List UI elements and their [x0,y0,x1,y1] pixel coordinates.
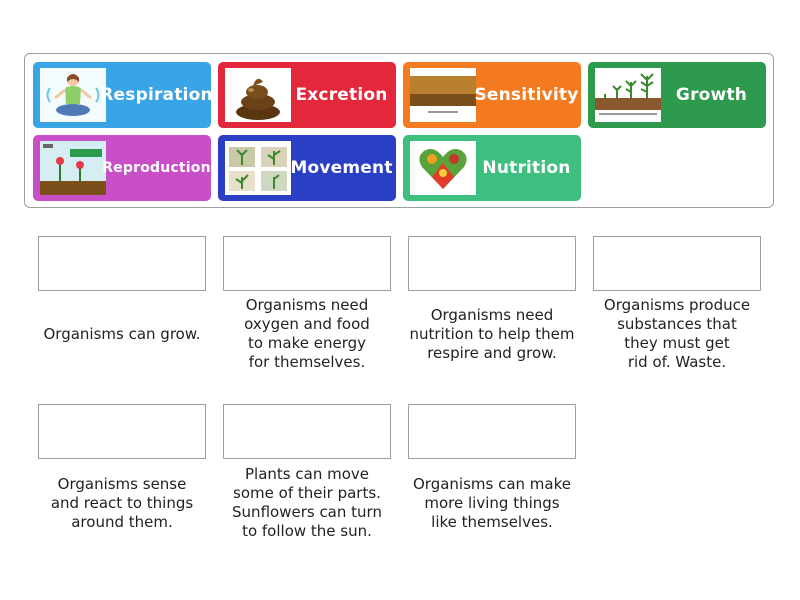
tile-label: Excretion [295,85,388,105]
drop-slot[interactable] [38,236,206,291]
drop-slot[interactable] [593,236,761,291]
tile-sensitivity[interactable]: Sensitivity [403,62,581,128]
tile-label: Respiration [100,85,213,105]
tile-reproduction[interactable]: Reproduction [33,135,211,201]
flower-diagram-image [40,141,106,195]
seedling-growth-image [595,68,661,122]
soil-image [410,68,476,122]
drop-slot[interactable] [408,236,576,291]
yoga-breathing-image [40,68,106,122]
slot-description: Organisms sense and react to things arou… [50,474,194,531]
tile-movement[interactable]: Movement [218,135,396,201]
tile-growth[interactable]: Growth [588,62,766,128]
slot-description: Organisms can grow. [43,324,201,343]
slot-description: Organisms need oxygen and food to make e… [244,296,370,371]
slot-description: Organisms can make more living things li… [412,474,571,531]
tile-label: Nutrition [482,158,571,178]
tile-label: Growth [675,85,748,105]
tile-label: Sensitivity [474,85,579,105]
drop-slot[interactable] [223,404,391,459]
tile-respiration[interactable]: Respiration [33,62,213,128]
waste-image [225,68,291,122]
drop-slot[interactable] [408,404,576,459]
tile-label: Reproduction [102,160,211,176]
tile-nutrition[interactable]: Nutrition [403,135,581,201]
tile-label: Movement [290,158,393,178]
drop-slot[interactable] [38,404,206,459]
plant-movement-image [225,141,291,195]
slot-description: Organisms need nutrition to help them re… [409,305,575,362]
tile-excretion[interactable]: Excretion [218,62,396,128]
slot-description: Organisms produce substances that they m… [603,296,751,371]
drop-slot[interactable] [223,236,391,291]
vegetable-heart-image [410,141,476,195]
slot-description: Plants can move some of their parts. Sun… [232,465,382,540]
